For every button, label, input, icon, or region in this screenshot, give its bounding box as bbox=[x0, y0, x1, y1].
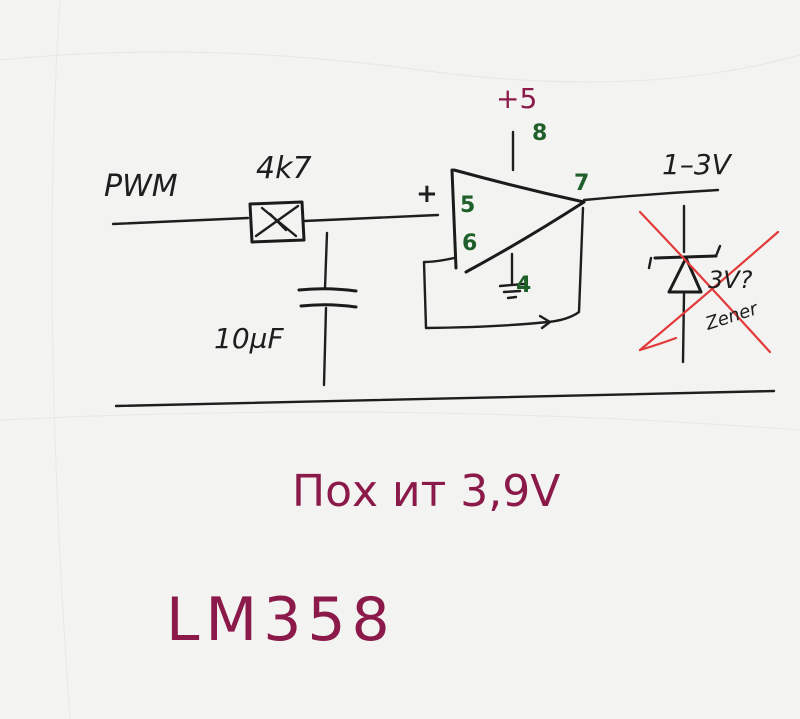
note-part-number: LM358 bbox=[166, 585, 396, 655]
feedback-arrow bbox=[538, 314, 552, 330]
label-capacitor: 10µF bbox=[214, 322, 284, 355]
capacitor-wire-top bbox=[323, 231, 329, 290]
node-wire bbox=[302, 213, 440, 223]
capacitor-symbol bbox=[297, 287, 358, 309]
label-pin-supply: 8 bbox=[532, 121, 547, 146]
separator-line bbox=[114, 389, 776, 408]
label-noninverting-sign: + bbox=[416, 179, 438, 209]
note-max-output: Пох ит 3,9V bbox=[292, 466, 560, 517]
output-wire bbox=[582, 188, 720, 202]
resistor-symbol bbox=[248, 200, 306, 244]
crossed-out-mark bbox=[638, 210, 780, 354]
zener-wire-bottom bbox=[681, 292, 686, 364]
label-resistor: 4k7 bbox=[256, 151, 312, 186]
feedback-wire-right bbox=[546, 206, 585, 324]
label-input: PWM bbox=[104, 169, 178, 204]
opamp-triangle bbox=[450, 168, 586, 274]
label-pin-ground: 4 bbox=[516, 273, 531, 298]
label-zener-voltage: 3V? bbox=[708, 266, 753, 294]
paper-crease bbox=[0, 51, 800, 83]
feedback-wire bbox=[422, 256, 550, 330]
paper-crease bbox=[0, 411, 800, 431]
input-wire bbox=[111, 216, 250, 226]
paper-crease bbox=[51, 0, 71, 719]
label-pin-output: 7 bbox=[574, 171, 589, 196]
label-supply: +5 bbox=[496, 82, 537, 115]
capacitor-wire-bottom bbox=[322, 306, 328, 387]
label-pin-noninverting: 5 bbox=[460, 193, 475, 218]
zener-symbol bbox=[647, 244, 722, 294]
label-output-range: 1–3V bbox=[662, 148, 733, 181]
label-pin-inverting: 6 bbox=[462, 231, 477, 256]
ground-symbol bbox=[498, 252, 526, 300]
